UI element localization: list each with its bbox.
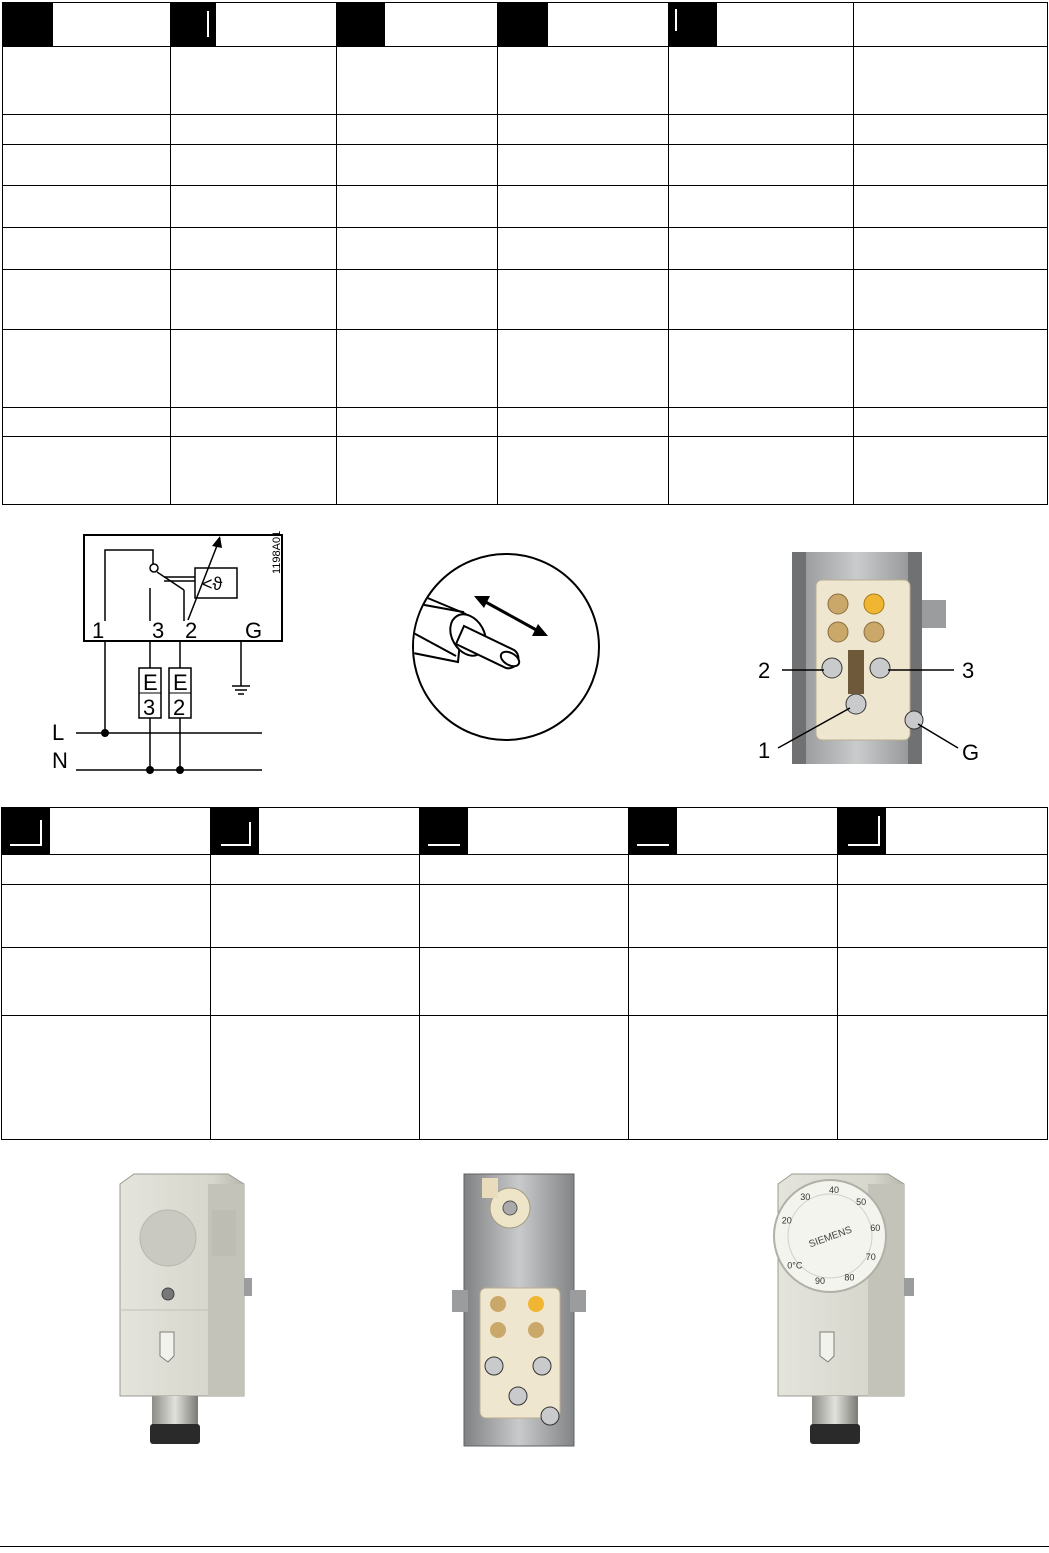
sensor-symbol: <ϑ	[202, 574, 223, 594]
dial-scale-label: 0°C	[787, 1261, 803, 1271]
table-header-row	[2, 2, 1048, 47]
header-cell	[210, 807, 420, 855]
table-row	[2, 269, 1048, 330]
load-e3-top: E	[143, 670, 158, 695]
table-row	[1, 884, 1048, 948]
header-cell	[668, 2, 854, 47]
terminal-1-label: 1	[92, 618, 104, 643]
header-marker	[2, 808, 50, 854]
dial-scale-label: 30	[800, 1192, 810, 1202]
header-cell	[2, 2, 171, 47]
header-cell	[837, 807, 1048, 855]
terminal-block-photo: 2 3 1 G	[758, 552, 979, 764]
header-marker	[629, 808, 677, 854]
table-row	[2, 114, 1048, 145]
load-e3-bottom: 3	[143, 695, 155, 720]
table-row	[2, 436, 1048, 505]
dial-scale-label: 20	[782, 1215, 792, 1225]
header-cell	[628, 807, 838, 855]
terminal-g-label: G	[245, 618, 262, 643]
table-row	[1, 854, 1048, 885]
table-row	[2, 227, 1048, 270]
diagram-code: 1198A01	[271, 531, 283, 574]
terminal-2-label: 2	[185, 618, 197, 643]
wiring-diagram: <ϑ 1198A01 1 3 2 G E 3 E 2 L N	[52, 531, 283, 774]
spec-table-bottom	[1, 807, 1048, 1140]
page-footer-rule	[0, 1546, 1049, 1547]
terminal-1-callout: 1	[758, 738, 770, 763]
table-row	[2, 46, 1048, 115]
reset-slide-illustration	[412, 553, 600, 741]
terminal-g-callout: G	[962, 740, 979, 764]
table-header-row	[1, 807, 1048, 855]
terminal-3-label: 3	[152, 618, 164, 643]
load-e2-top: E	[173, 670, 188, 695]
header-cell	[419, 807, 629, 855]
dial-scale-label: 80	[844, 1273, 854, 1283]
dial-scale: 20 30 40 50 60 70 80 90 0°C	[782, 1185, 881, 1286]
table-row	[2, 185, 1048, 228]
header-marker	[3, 3, 53, 46]
table-row	[2, 144, 1048, 186]
header-marker	[838, 808, 886, 854]
table-row	[1, 1015, 1048, 1140]
header-cell	[1, 807, 211, 855]
table-row	[1, 947, 1048, 1016]
line-n-label: N	[52, 748, 68, 773]
header-marker	[337, 3, 385, 46]
table-row	[2, 329, 1048, 408]
header-cell	[497, 2, 669, 47]
spec-table-top	[2, 2, 1048, 505]
load-e2-bottom: 2	[173, 695, 185, 720]
header-cell	[853, 2, 1048, 47]
terminal-3-callout: 3	[962, 658, 974, 683]
dial-scale-label: 60	[870, 1223, 880, 1233]
header-marker	[420, 808, 468, 854]
dial-scale-label: 90	[815, 1276, 825, 1286]
header-marker	[498, 3, 548, 46]
table-row	[2, 407, 1048, 437]
header-marker	[211, 808, 259, 854]
dial-scale-label: 50	[856, 1197, 866, 1207]
line-l-label: L	[52, 720, 64, 745]
dial-scale-label: 70	[866, 1252, 876, 1262]
product-photo-open	[452, 1173, 586, 1447]
dial-scale-label: 40	[829, 1185, 839, 1195]
terminal-2-callout: 2	[758, 658, 770, 683]
header-cell	[336, 2, 498, 47]
header-marker	[669, 3, 717, 46]
header-cell	[170, 2, 337, 47]
product-photo-housing	[119, 1173, 252, 1444]
header-marker	[171, 3, 216, 46]
